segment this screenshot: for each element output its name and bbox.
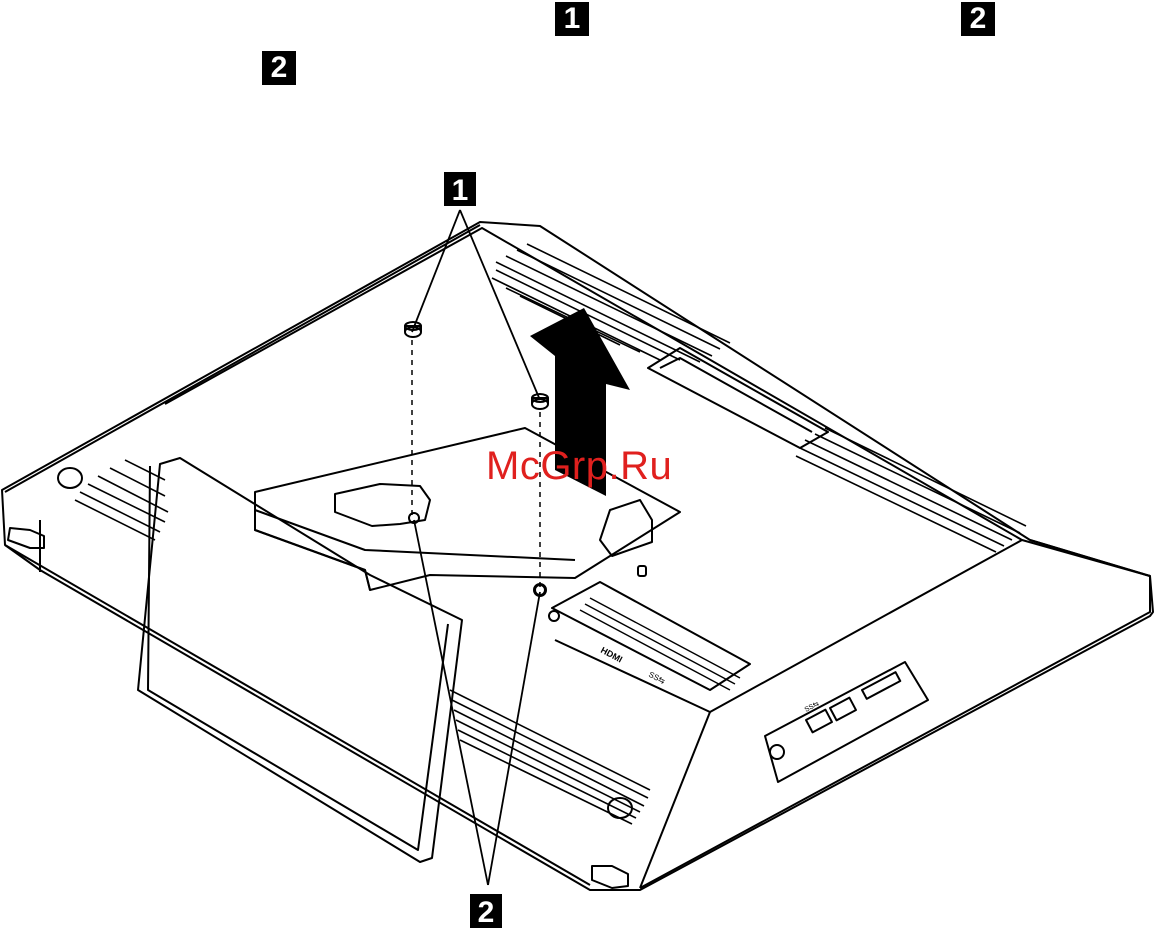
screw-top-right: [532, 394, 548, 409]
usb-port-2: [830, 698, 856, 721]
card-reader-slot: [862, 672, 900, 699]
audio-port: [549, 611, 559, 621]
figure-callout-1: 1: [452, 174, 469, 207]
computer-right-side: [640, 540, 1150, 888]
back-panel-lower: [640, 712, 710, 888]
right-foot: [592, 866, 628, 888]
side-io-panel: [765, 662, 928, 782]
headphone-jack: [770, 745, 784, 759]
right-side-bevel: [1022, 540, 1150, 576]
computer-top-edge: [5, 225, 480, 492]
watermark: McGrp.Ru: [486, 444, 672, 489]
bracket-hinge: [600, 500, 652, 556]
figure-callout-2: 2: [478, 896, 495, 929]
kensington-slot: [638, 566, 646, 576]
right-vents: [796, 428, 1026, 552]
left-round-hole: [58, 468, 82, 488]
bracket-cutout: [335, 484, 430, 526]
computer-bottom-edge: [5, 545, 590, 885]
stand-leg: [138, 458, 462, 862]
left-foot: [8, 528, 44, 548]
bottom-vents: [450, 690, 650, 824]
leader-line-1-left: [412, 210, 460, 332]
top-slot: [648, 348, 828, 448]
